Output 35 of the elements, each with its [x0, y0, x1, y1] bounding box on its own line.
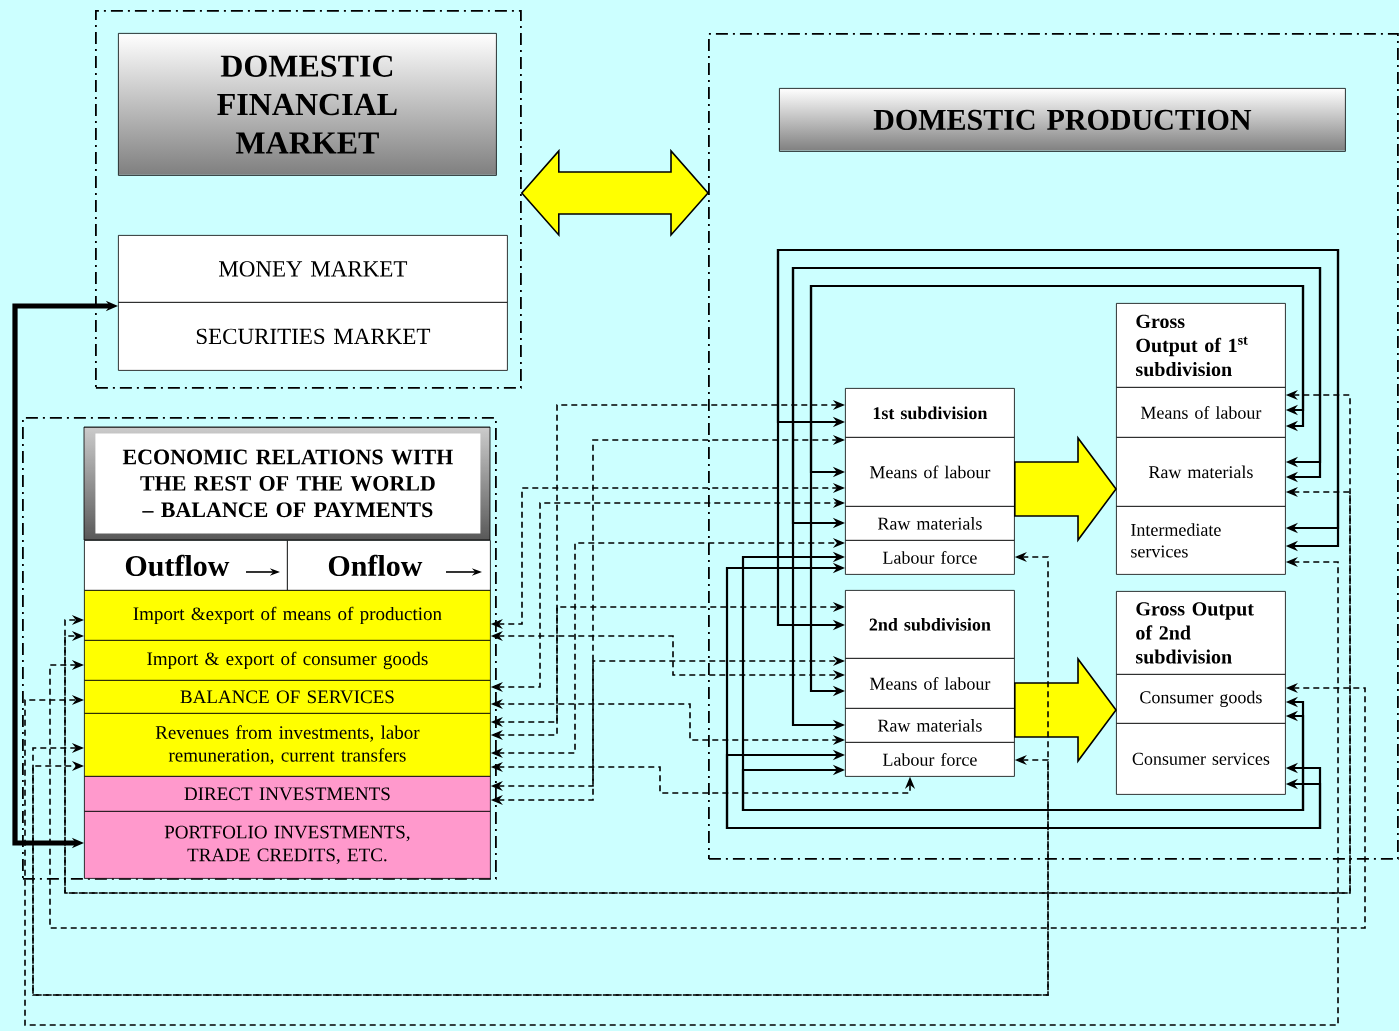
title-box: DOMESTIC FINANCIAL MARKET [118, 33, 497, 176]
account-row: PORTFOLIO INVESTMENTS, TRADE CREDITS, ETC. [84, 811, 491, 879]
account-row: Revenues from investments, labor remuneration, current transfers [84, 713, 491, 777]
item-box: Labour force [845, 540, 1015, 575]
item-box: Raw materials [1116, 437, 1286, 507]
item-box: Labour force [845, 742, 1015, 777]
section-header: Gross Output of 1$^{st}$ subdivision [1116, 303, 1286, 388]
dashed-frame [22, 417, 497, 880]
connector-arrow [49, 659, 1366, 929]
column-header: Outflow [84, 540, 288, 591]
connector-arrow [725, 749, 1322, 830]
market-box: MONEY MARKET [118, 235, 508, 303]
account-row: Import & export of consumer goods [84, 640, 491, 681]
item-box: Consumer goods [1116, 674, 1286, 724]
title-banner: DOMESTIC PRODUCTION [779, 88, 1346, 152]
item-box: Raw materials [845, 506, 1015, 541]
item-box: Means of labour [845, 658, 1015, 709]
section-header: Gross Output of 2nd subdivision [1116, 591, 1286, 675]
section-header: 1st subdivision [845, 388, 1015, 438]
market-box: SECURITIES MARKET [118, 302, 508, 371]
dashed-frame [708, 33, 1399, 860]
block-arrow [1014, 656, 1117, 764]
title-box: ECONOMIC RELATIONS WITH THE REST OF THE WORLD – BALANCE OF PAYMENTS [83, 426, 491, 541]
item-box: Consumer services [1116, 723, 1286, 795]
section-header: 2nd subdivision [845, 590, 1015, 659]
account-row: BALANCE OF SERVICES [84, 680, 491, 714]
block-arrow [1014, 435, 1117, 543]
item-box: Intermediate services [1116, 506, 1286, 575]
account-row: Import &export of means of production [84, 590, 491, 641]
dashed-frame [95, 10, 522, 389]
account-row: DIRECT INVESTMENTS [84, 776, 491, 812]
item-box: Means of labour [1116, 387, 1286, 438]
connector-arrow [32, 742, 1049, 996]
item-box: Raw materials [845, 708, 1015, 743]
column-header: Onflow [287, 540, 491, 591]
